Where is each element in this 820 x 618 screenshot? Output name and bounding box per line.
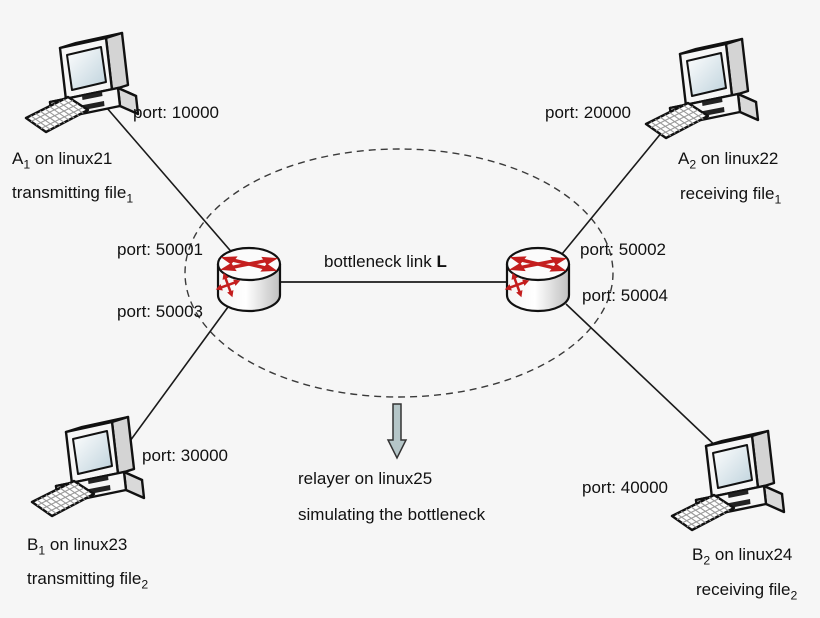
host-label-a2: A2 on linux22 <box>678 149 779 172</box>
host-b1-rest: on linux23 <box>45 535 128 554</box>
host-a2-rest: on linux22 <box>696 149 779 168</box>
port-label-b1: port: 30000 <box>142 446 228 466</box>
action-b1-base: transmitting file <box>27 569 142 588</box>
host-b1-sub: 1 <box>38 543 46 558</box>
port-label-b1-text: port: 30000 <box>142 446 229 465</box>
bottleneck-link-label-L: L <box>436 252 447 271</box>
action-a1-base: transmitting file <box>12 183 127 202</box>
host-label-b1: B1 on linux23 <box>27 535 128 558</box>
host-a1-rest: on linux21 <box>30 149 113 168</box>
port-label-a1: port: 10000 <box>133 103 219 123</box>
action-a2-sub: 1 <box>774 192 782 207</box>
port-50002-text: port: 50002 <box>580 240 667 259</box>
action-b2-sub: 2 <box>790 588 798 603</box>
host-label-a1: A1 on linux21 <box>12 149 113 172</box>
down-block-arrow-icon <box>386 403 408 460</box>
relayer-label-line1: relayer on linux25 <box>298 469 432 489</box>
action-label-b1: transmitting file2 <box>27 569 149 592</box>
action-label-b2: receiving file2 <box>696 580 798 603</box>
host-a1-sub: 1 <box>23 157 31 172</box>
router-cylinder-icon-right <box>500 248 570 311</box>
port-label-router-left-bottom: port: 50003 <box>117 302 203 322</box>
port-label-b2: port: 40000 <box>582 478 668 498</box>
relayer-line1-text: relayer on linux25 <box>298 469 433 488</box>
port-label-router-left-top: port: 50001 <box>117 240 203 260</box>
host-label-b2: B2 on linux24 <box>692 545 793 568</box>
action-a1-sub: 1 <box>126 191 134 206</box>
desktop-pc-icon-a1 <box>24 31 140 134</box>
link-a1-to-left-router <box>99 99 236 257</box>
port-label-a1-text: port: 10000 <box>133 103 220 122</box>
link-b1-to-left-router <box>121 306 229 453</box>
host-b2-sub: 2 <box>703 553 711 568</box>
desktop-pc-icon-a2 <box>644 37 760 140</box>
port-label-a2: port: 20000 <box>545 103 631 123</box>
desktop-pc-icon-b1 <box>30 415 146 518</box>
port-50004-text: port: 50004 <box>582 286 669 305</box>
port-50003-text: port: 50003 <box>117 302 204 321</box>
action-b1-sub: 2 <box>141 577 149 592</box>
desktop-pc-icon-b2 <box>670 429 786 532</box>
relay-cloud-ellipse <box>184 148 614 398</box>
port-label-a2-text: port: 20000 <box>545 103 632 122</box>
port-label-router-right-bottom: port: 50004 <box>582 286 668 306</box>
host-b1-base: B <box>27 535 39 554</box>
link-a2-to-right-router <box>561 114 677 255</box>
bottleneck-link-label: bottleneck link L <box>324 252 447 272</box>
port-label-b2-text: port: 40000 <box>582 478 669 497</box>
host-b2-base: B <box>692 545 704 564</box>
bottleneck-link-label-text: bottleneck link <box>324 252 437 271</box>
relayer-label-line2: simulating the bottleneck <box>298 505 485 525</box>
action-a2-base: receiving file <box>680 184 775 203</box>
host-a2-base: A <box>678 149 690 168</box>
host-a1-base: A <box>12 149 24 168</box>
link-b2-to-right-router <box>565 303 723 453</box>
relayer-line2-text: simulating the bottleneck <box>298 505 486 524</box>
host-b2-rest: on linux24 <box>710 545 793 564</box>
action-label-a1: transmitting file1 <box>12 183 134 206</box>
port-label-router-right-top: port: 50002 <box>580 240 666 260</box>
port-50001-text: port: 50001 <box>117 240 204 259</box>
action-label-a2: receiving file1 <box>680 184 782 207</box>
router-cylinder-icon-left <box>211 248 281 311</box>
host-a2-sub: 2 <box>689 157 697 172</box>
action-b2-base: receiving file <box>696 580 791 599</box>
